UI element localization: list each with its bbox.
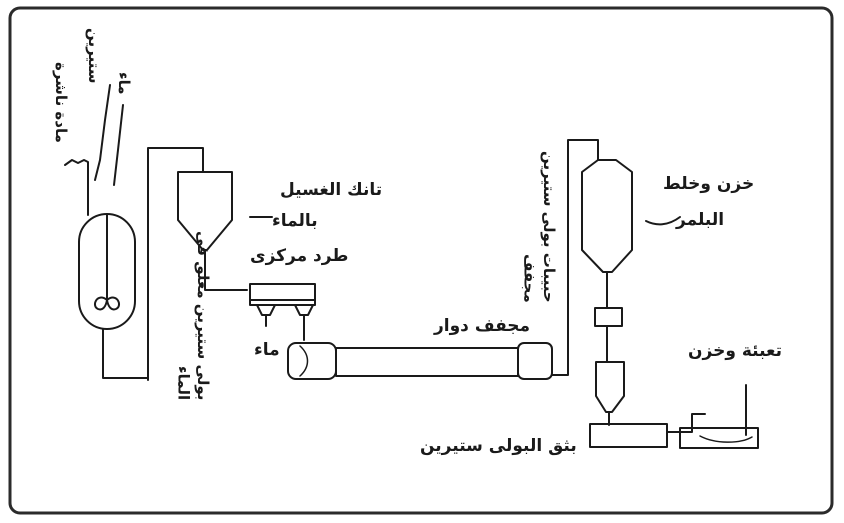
agitator-icon (94, 296, 120, 311)
label-polystyrene-suspension: بولى ستيرين معلق فى الماء (174, 230, 213, 400)
diagram-frame (8, 6, 834, 515)
water-feed-line (113, 104, 124, 186)
reactor-outlet-line (102, 328, 149, 379)
label-water-feed: ماء (115, 72, 133, 95)
silo-arrow (645, 216, 681, 226)
dispersant-feed-line (64, 159, 89, 199)
label-polymer: البلمر (676, 210, 725, 230)
centrifuge-solid-outlet (294, 304, 314, 316)
extruder (589, 423, 668, 448)
label-store-mix: خزن وخلط (663, 174, 755, 194)
label-centrifuge: طرد مركزى (250, 246, 349, 266)
feeder-box (594, 307, 623, 327)
label-wash-tank: تانك الغسيل (280, 180, 383, 200)
packing-unit (679, 427, 759, 449)
label-water-out: ماء (254, 340, 280, 360)
label-with-water: بالماء (272, 211, 318, 231)
label-extrusion: بثق البولى ستيرين (420, 436, 577, 456)
line-to-centrifuge (204, 249, 248, 291)
extruder-hopper (595, 361, 625, 413)
label-packing-storage: تعبئة وخزن (688, 341, 782, 361)
styrene-feed-line (94, 84, 111, 181)
label-rotary-dryer: مجفف دوار (434, 316, 531, 336)
line-to-wash-tank (147, 147, 204, 381)
centrifuge (249, 283, 316, 306)
label-dried-granules: حبيبات بولى ستيرين مجفف (520, 151, 559, 303)
label-dispersant: مادة ناشرة (52, 62, 70, 143)
centrifuge-water-outlet (256, 304, 276, 316)
storage-silo (581, 159, 633, 273)
line-to-silo (551, 139, 599, 376)
rotary-dryer (287, 342, 553, 380)
label-styrene: ستيرين (85, 28, 103, 84)
wash-tank (177, 171, 233, 251)
